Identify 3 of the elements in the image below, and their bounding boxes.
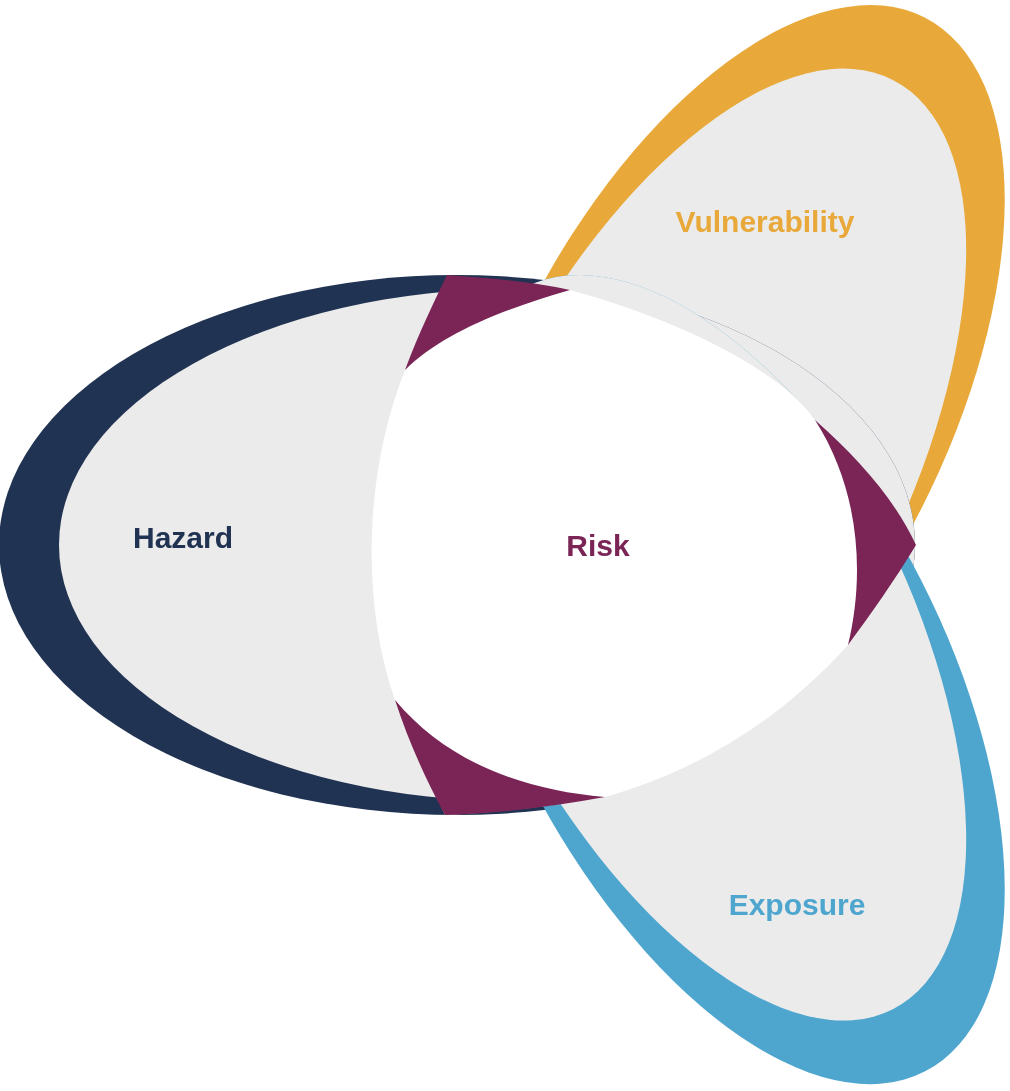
node-label: Exposure (728, 887, 866, 923)
node-label: Vulnerability (675, 204, 855, 240)
node-label: Hazard (133, 520, 233, 556)
